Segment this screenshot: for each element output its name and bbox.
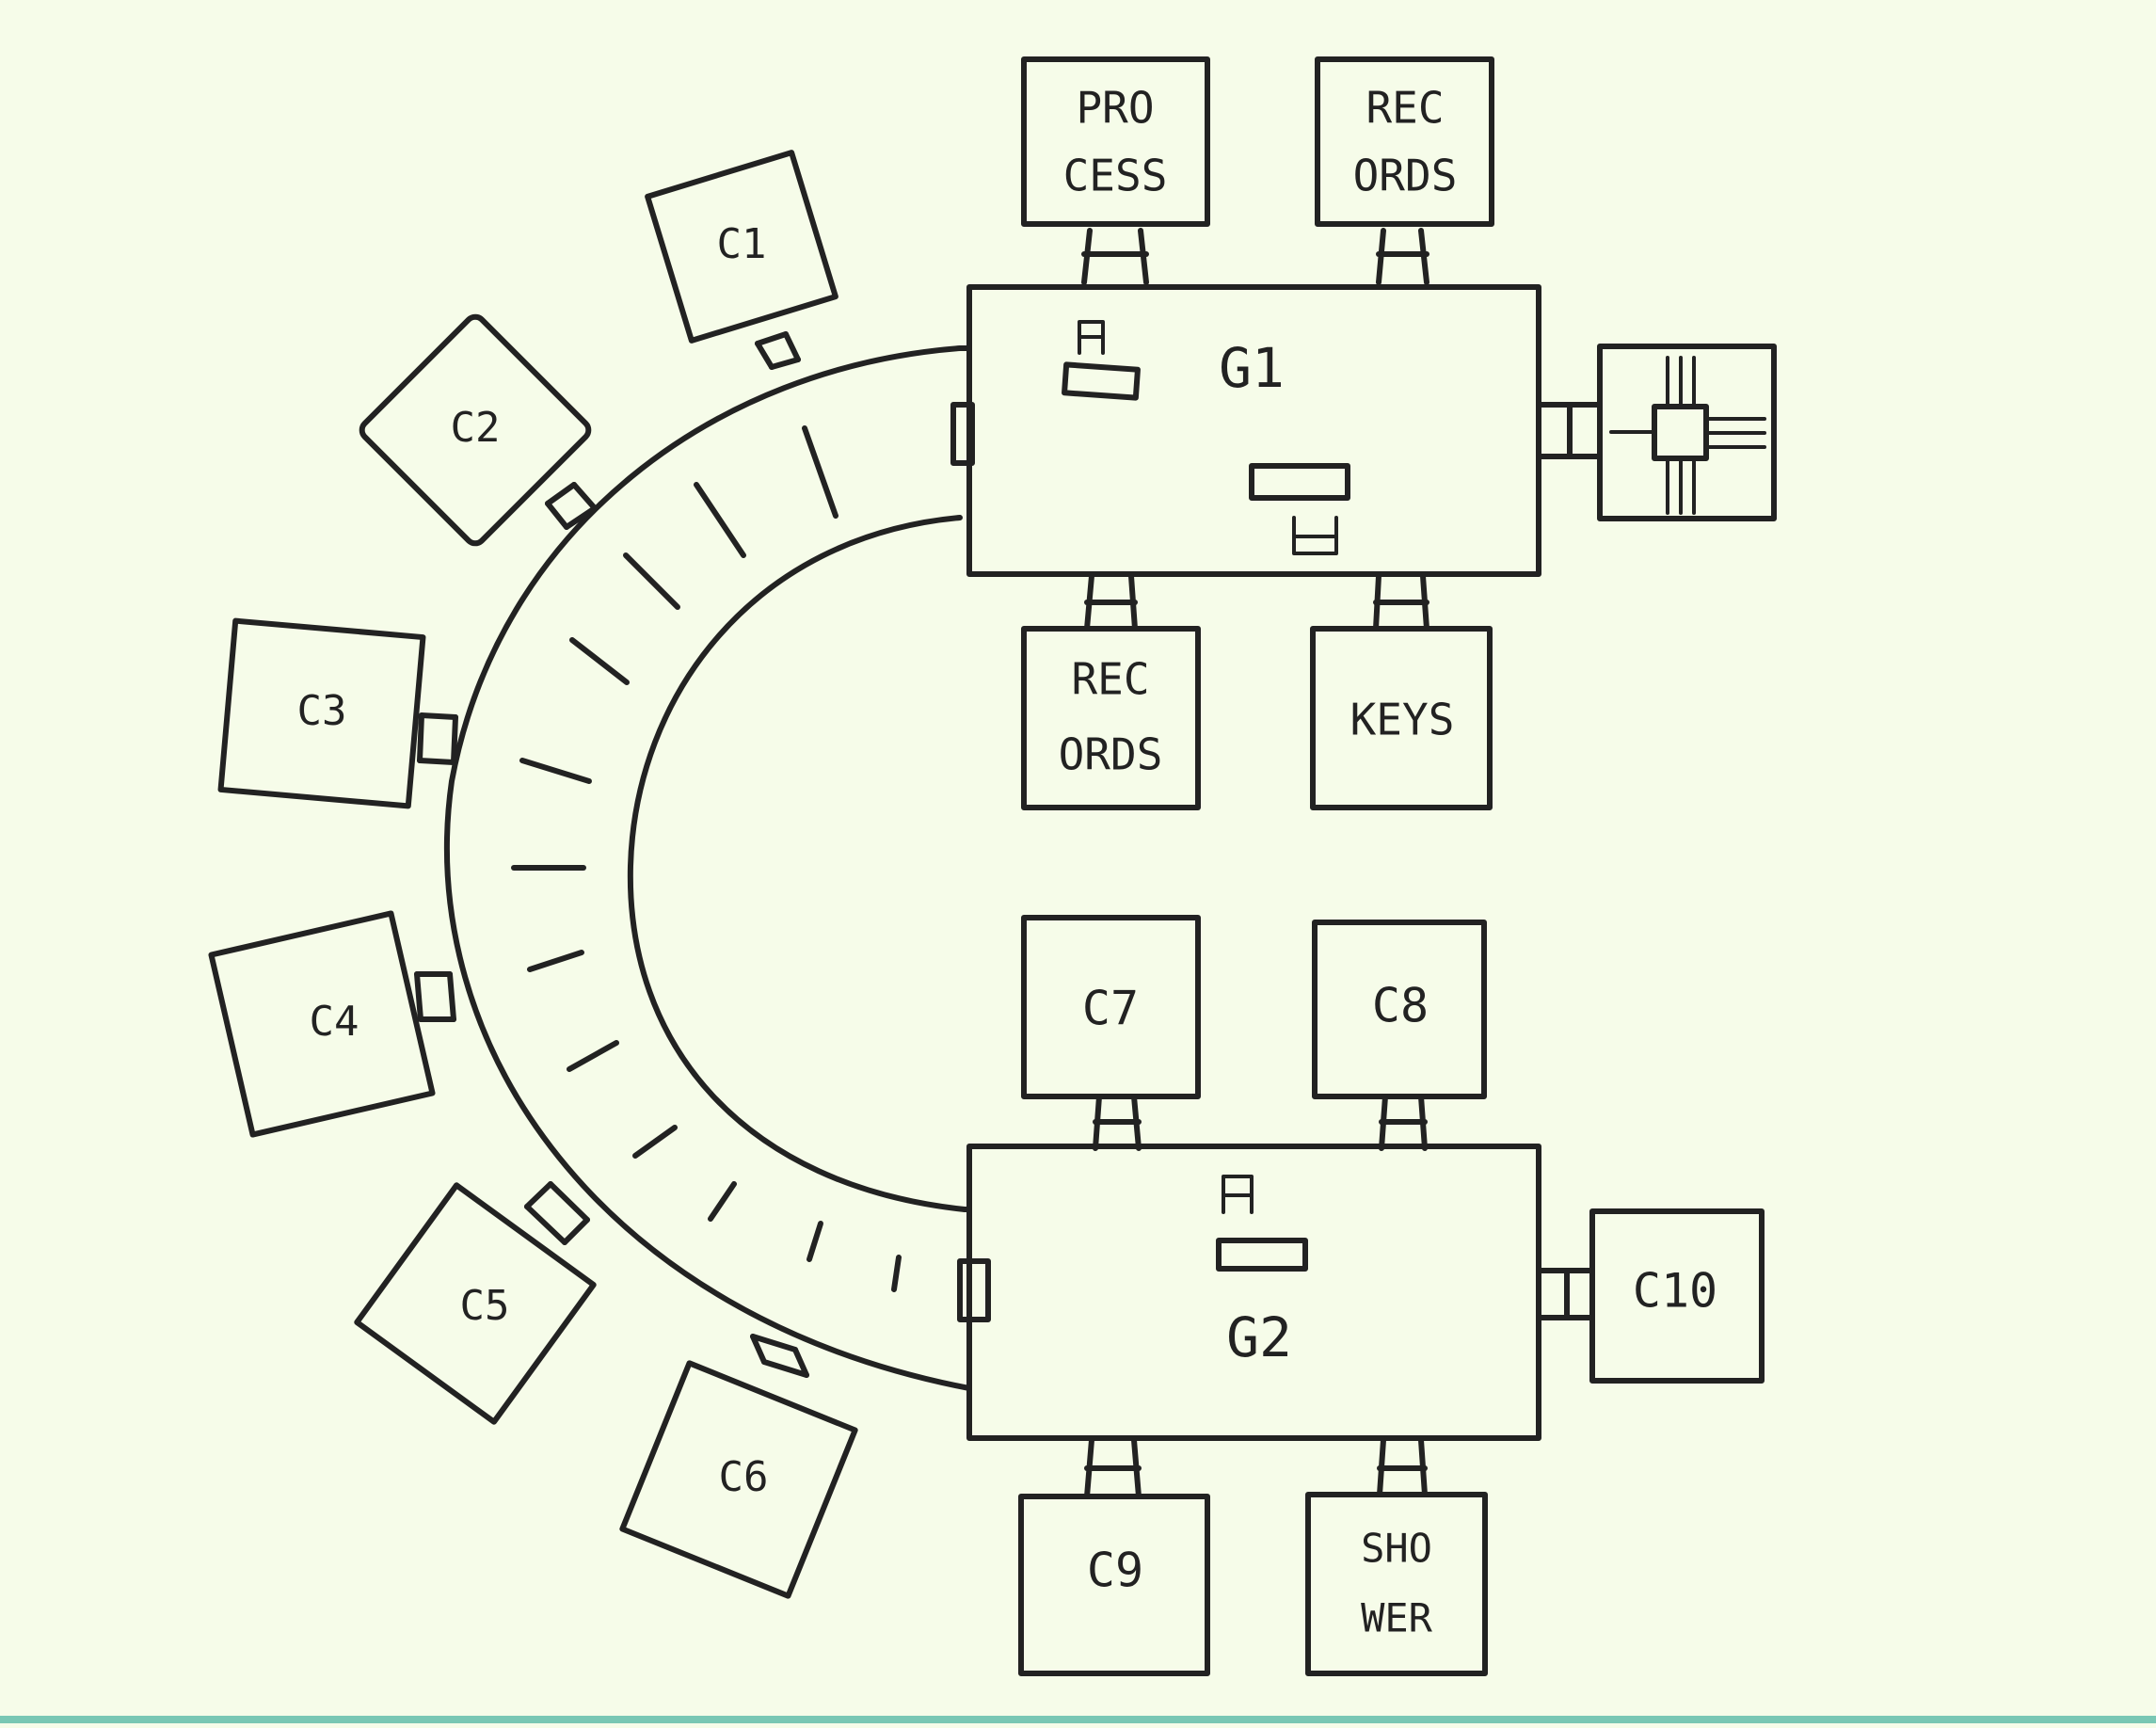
c2-walls [359,313,592,547]
door-c1 [755,331,801,370]
g2-corridor-door [957,1258,991,1322]
g1-stool-icon [1292,516,1338,555]
room-keys: KEYS [1310,573,1493,810]
c10-walls [1589,1208,1765,1384]
corridor-outer-wall [444,345,972,1391]
room-c10: C10 [1538,1208,1765,1384]
keys-walls [1310,626,1493,810]
electrical-walls [1597,344,1777,521]
c2-label: C2 [451,404,501,452]
records-top-label-line2: ORDS [1353,151,1458,201]
bottom-edge-strip [0,1716,2156,1723]
shower-label-line2: WER [1361,1595,1433,1641]
g1-walls [966,284,1541,577]
room-c6: C6 [619,1334,858,1599]
g2-walls [966,1144,1541,1441]
room-c4: C4 [208,910,456,1138]
room-c7: C7 [1021,915,1201,1151]
process-label-line2: CESS [1063,151,1168,201]
door-c3 [417,712,458,765]
records-top-label-line1: REC [1365,83,1444,134]
c4-label: C4 [310,998,359,1046]
door-c2 [545,482,598,530]
room-c1: C1 [645,150,838,370]
room-c2: C2 [359,313,598,547]
room-records-top: REC ORDS [1315,56,1494,285]
room-c9: C9 [1018,1437,1210,1676]
room-g2: G2 [957,1144,1541,1441]
c6-label: C6 [719,1453,769,1501]
room-g1: G1 [950,284,1541,577]
process-walls [1021,56,1210,227]
c5-label: C5 [460,1282,510,1330]
door-electrical [1538,402,1603,459]
records-bottom-label-line1: REC [1071,654,1149,705]
g1-desk-2 [1249,463,1350,501]
door-process [1081,228,1149,285]
c8-label: C8 [1372,979,1429,1033]
room-shower: SHO WER [1305,1437,1488,1676]
records-bottom-walls [1021,626,1201,810]
circuit-board-icon [1609,356,1766,515]
c7-label: C7 [1082,982,1139,1036]
door-c9 [1084,1437,1142,1499]
door-records-bottom [1084,573,1138,632]
g1-chair-icon [1078,320,1105,355]
shower-label-line1: SHO [1361,1526,1432,1572]
g1-corridor-door [950,402,975,466]
c6-walls [619,1360,858,1599]
room-c5: C5 [354,1181,597,1425]
room-c3: C3 [217,617,458,809]
door-records-top [1376,228,1429,285]
shower-walls [1305,1492,1488,1676]
c10-label: C10 [1633,1264,1717,1319]
room-electrical [1538,344,1777,521]
g1-desk-1 [1062,361,1141,401]
records-top-walls [1315,56,1494,227]
door-c4 [414,971,456,1022]
records-bottom-label-line2: ORDS [1059,729,1163,780]
g1-label: G1 [1219,336,1285,400]
c5-walls [354,1182,597,1425]
door-keys [1373,573,1429,632]
corridor-inner-wall [627,515,967,1212]
c8-walls [1312,920,1487,1099]
keys-label: KEYS [1350,695,1455,745]
c1-walls [645,150,838,344]
g2-desk [1216,1238,1308,1272]
c3-walls [217,617,426,809]
door-c8 [1379,1094,1428,1151]
c1-label: C1 [717,220,767,268]
room-process: PRO CESS [1021,56,1210,285]
room-c8: C8 [1312,920,1487,1151]
process-label-line1: PRO [1076,83,1154,134]
door-c10 [1538,1268,1595,1320]
room-records-bottom: REC ORDS [1021,573,1201,810]
curved-corridor [444,345,972,1391]
g2-label: G2 [1226,1305,1292,1369]
c3-label: C3 [297,687,347,735]
corridor-floor-marks [511,425,902,1292]
c7-walls [1021,915,1201,1099]
g2-chair-icon [1222,1175,1254,1214]
c4-walls [208,910,436,1138]
c9-label: C9 [1087,1544,1143,1598]
door-c7 [1093,1094,1142,1151]
door-c5 [524,1181,590,1245]
c9-walls [1018,1494,1210,1676]
door-c6 [750,1334,809,1378]
door-shower [1377,1437,1428,1497]
